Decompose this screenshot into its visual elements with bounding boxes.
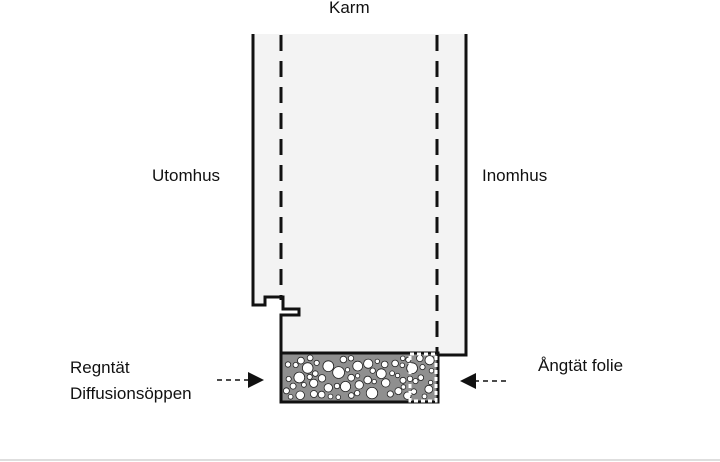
insulation-pebble — [287, 393, 294, 400]
insulation-pebble — [317, 374, 327, 383]
insulation-pebble — [297, 356, 305, 365]
right-arrow-icon — [460, 373, 507, 389]
insulation-pebble — [419, 364, 426, 371]
insulation-pebble — [427, 379, 434, 386]
insulation-pebble — [323, 383, 333, 393]
insulation-pebble — [292, 361, 299, 368]
insulation-pebble — [394, 372, 401, 379]
label-karm: Karm — [329, 0, 370, 17]
insulation-pebble — [399, 362, 405, 368]
insulation-pebble — [375, 368, 387, 380]
insulation-pebble — [381, 360, 389, 369]
label-inomhus: Inomhus — [482, 166, 548, 185]
insulation-pebble — [348, 392, 355, 399]
insulation-pebble — [428, 368, 435, 374]
insulation-pebble — [354, 380, 364, 390]
label-angtat-folie: Ångtät folie — [538, 356, 624, 375]
insulation-pebble — [381, 378, 391, 388]
insulation-pebble — [352, 360, 364, 372]
insulation-pebble — [301, 382, 307, 388]
frame-inner-edge — [437, 34, 468, 357]
left-arrow-icon — [217, 372, 264, 388]
insulation-pebble — [327, 393, 334, 400]
insulation-pebble — [354, 389, 361, 397]
insulation-pebble — [363, 358, 374, 369]
insulation-pebble — [347, 373, 356, 382]
insulation-pebble — [416, 354, 424, 362]
insulation-strip — [279, 351, 440, 404]
insulation-pebble — [410, 388, 417, 395]
insulation-pebble — [424, 355, 435, 366]
vapour-barrier-foil — [408, 352, 438, 403]
insulation-pebble — [374, 358, 380, 364]
insulation-pebble — [399, 376, 407, 384]
insulation-pebble — [289, 382, 297, 390]
insulation-pebble — [282, 387, 290, 395]
insulation-pebble — [391, 359, 399, 368]
insulation-pebble — [363, 375, 372, 385]
insulation-pebble — [306, 373, 313, 380]
insulation-pebble — [317, 390, 326, 399]
insulation-pebble — [309, 390, 318, 398]
insulation-pebble — [389, 370, 395, 377]
insulation-pebble — [406, 362, 418, 375]
insulation-pebble — [313, 359, 320, 366]
insulation-pebble — [365, 386, 379, 400]
insulation-pebble — [333, 382, 341, 390]
label-utomhus: Utomhus — [152, 166, 221, 185]
insulation-pebble — [394, 387, 403, 396]
insulation-pebble — [421, 393, 428, 400]
insulation-pebble — [417, 374, 424, 381]
insulation-pebble — [309, 378, 319, 388]
insulation-pebble — [339, 355, 348, 364]
insulation-pebble — [295, 390, 305, 401]
insulation-pebble — [354, 373, 361, 379]
insulation-pebble — [347, 355, 355, 362]
insulation-pebble — [412, 378, 419, 385]
insulation-pebble — [369, 367, 376, 374]
insulation-pebble — [302, 362, 314, 374]
label-diffusionsoppen: Diffusionsöppen — [70, 384, 192, 403]
frame-outer-edge — [251, 34, 301, 352]
insulation-pebble — [335, 394, 341, 400]
insulation-pebble — [339, 380, 351, 392]
insulation-pebble — [293, 371, 306, 384]
insulation-pebble — [371, 378, 377, 385]
insulation-pebble — [284, 361, 292, 368]
insulation-pebble — [344, 367, 351, 373]
insulation-pebble — [322, 360, 335, 373]
label-regntat: Regntät — [70, 358, 130, 377]
insulation-pebble — [306, 354, 314, 362]
insulation-pebble — [285, 375, 292, 382]
insulation-pebble — [386, 390, 394, 398]
insulation-pebble — [312, 370, 319, 377]
insulation-pebble — [400, 355, 406, 361]
insulation-pebble — [332, 366, 345, 379]
insulation-pebble — [400, 384, 407, 390]
insulation-pebble — [424, 384, 434, 394]
divider-line — [0, 459, 720, 461]
frame-profile — [253, 34, 466, 355]
